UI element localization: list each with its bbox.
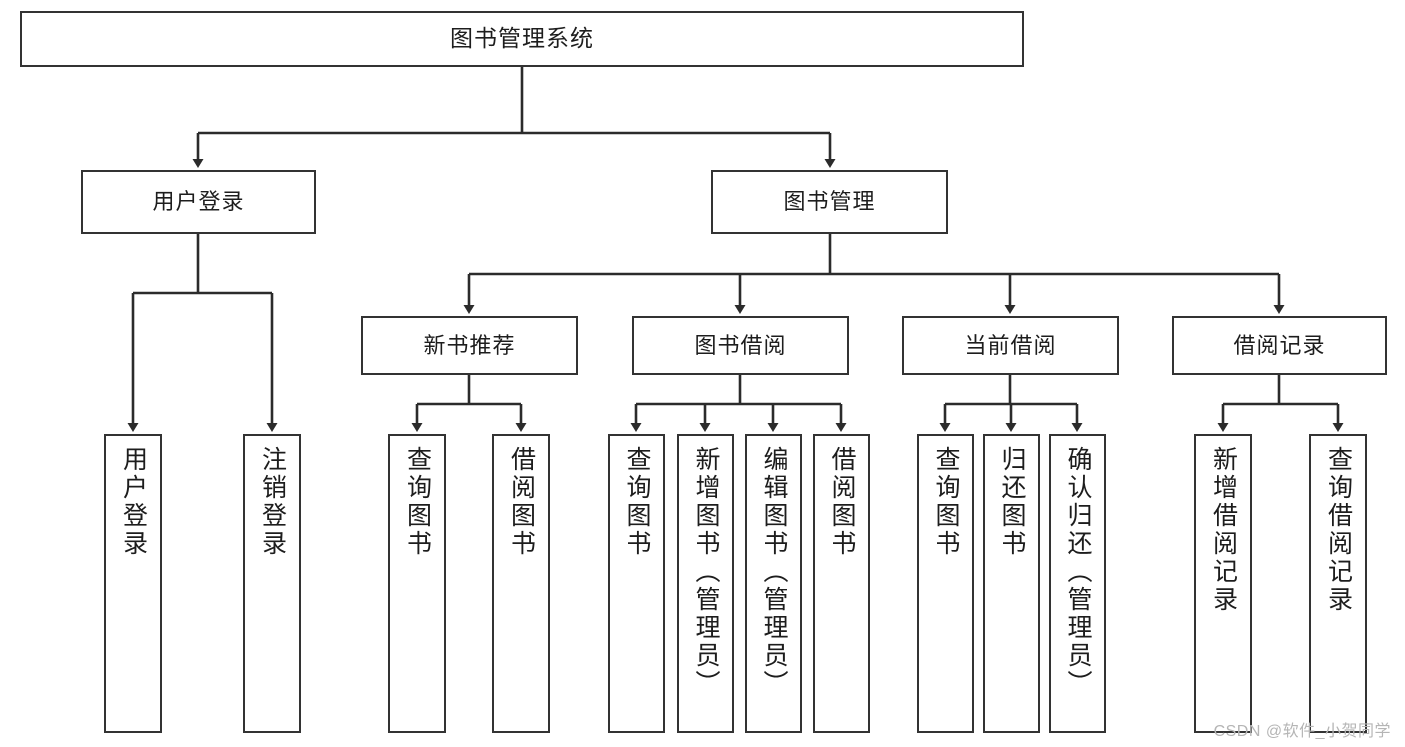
node-new-book-recommend[interactable]: 新书推荐 [361,316,578,375]
leaf-edit-book-admin[interactable]: 编辑图书（管理员） [745,434,802,733]
node-label: 注销登录 [258,446,287,558]
watermark: CSDN @软件_小贺同学 [1213,723,1391,740]
node-label: 编辑图书（管理员） [760,446,788,698]
leaf-add-borrow-record[interactable]: 新增借阅记录 [1194,434,1252,733]
node-label: 图书管理 [783,189,876,215]
node-label: 查询借阅记录 [1324,446,1353,614]
leaf-user-logout[interactable]: 注销登录 [243,434,301,733]
node-borrow-record[interactable]: 借阅记录 [1172,316,1387,375]
node-label: 当前借阅 [964,332,1057,358]
leaf-return-book[interactable]: 归还图书 [983,434,1040,733]
node-label: 新增借阅记录 [1209,446,1238,614]
node-label: 用户登录 [119,446,148,558]
node-label: 借阅记录 [1233,332,1326,358]
leaf-query-book-recommend[interactable]: 查询图书 [388,434,446,733]
node-label: 图书借阅 [694,332,787,358]
leaf-confirm-return-admin[interactable]: 确认归还（管理员） [1049,434,1106,733]
node-book-management[interactable]: 图书管理 [711,170,948,234]
node-label: 查询图书 [623,446,651,558]
leaf-add-book-admin[interactable]: 新增图书（管理员） [677,434,734,733]
node-label: 查询图书 [932,446,960,558]
node-label: 确认归还（管理员） [1064,446,1092,698]
leaf-borrow-book-recommend[interactable]: 借阅图书 [492,434,550,733]
leaf-query-book-current[interactable]: 查询图书 [917,434,974,733]
node-label: 借阅图书 [507,446,536,558]
leaf-query-borrow-record[interactable]: 查询借阅记录 [1309,434,1367,733]
node-user-login[interactable]: 用户登录 [81,170,316,234]
node-root-system[interactable]: 图书管理系统 [20,11,1024,67]
node-label: 借阅图书 [828,446,856,558]
node-label: 用户登录 [152,189,245,215]
node-label: 归还图书 [998,446,1026,558]
node-label: 查询图书 [403,446,432,558]
leaf-user-login[interactable]: 用户登录 [104,434,162,733]
node-label: 图书管理系统 [450,25,594,52]
leaf-query-book-borrow[interactable]: 查询图书 [608,434,665,733]
node-current-borrow[interactable]: 当前借阅 [902,316,1119,375]
node-label: 新书推荐 [423,332,516,358]
node-label: 新增图书（管理员） [692,446,720,698]
leaf-borrow-book[interactable]: 借阅图书 [813,434,870,733]
node-book-borrow[interactable]: 图书借阅 [632,316,849,375]
